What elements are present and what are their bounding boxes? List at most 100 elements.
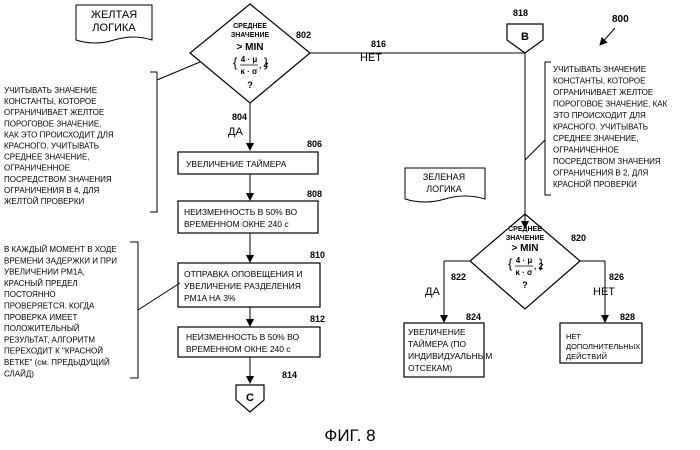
ref-818: 818 (513, 8, 528, 18)
note-left-bottom-line: СЛАЙД) (4, 369, 34, 378)
note-left-top-line: ОГРАНИЧИВАЕТ ЖЕЛТОЕ (4, 108, 104, 117)
svg-text:{: { (508, 256, 513, 271)
note-right-line: ОГРАНИЧЕНИЯ В 2, ДЛЯ (553, 169, 649, 178)
note-left-bottom-line: ПРОВЕРЯЕТСЯ. КОГДА (4, 302, 95, 311)
note-left-bottom-line: ПЕРЕХОДИТ К "КРАСНОЙ (4, 347, 103, 356)
note-right-line: СРЕДНЕЕ ЗНАЧЕНИЕ, (553, 134, 639, 143)
box-812-line2: ВРЕМЕННОМ ОКНЕ 240 с (186, 344, 291, 354)
note-right-line: ЭТО ПРОИСХОДИТ ДЛЯ (553, 111, 646, 120)
decision-802-line2: ЗНАЧЕНИЕ (231, 32, 270, 39)
ref-812: 812 (310, 314, 325, 324)
svg-text:}: } (539, 256, 544, 271)
no-label-816: НЕТ (360, 52, 382, 64)
note-left-bottom: В КАЖДЫЙ МОМЕНТ В ХОДЕ ВРЕМЕНИ ЗАДЕРЖКИ И… (4, 242, 180, 378)
box-810-line1: ОТПРАВКА ОПОВЕЩЕНИЯ И (184, 269, 303, 279)
box-824-line4: ОТСЕКАМ) (408, 363, 452, 373)
note-left-top-line: ПОРОГОВОЕ ЗНАЧЕНИЕ, (4, 119, 101, 128)
note-left-bottom-line: ВЕТКЕ" (см. ПРЕДЫДУЩИЙ (4, 358, 110, 367)
note-left-bottom-line: КРАСНЫЙ ПРЕДЕЛ (4, 279, 78, 288)
ref-826: 826 (609, 272, 624, 282)
box-808-line1: НЕИЗМЕННОСТЬ В 50% ВО (184, 207, 297, 217)
note-left-bottom-line: ПОЛОЖИТЕЛЬНЫЙ (4, 324, 80, 333)
box-824-line3: ИНДИВИДУАЛЬНЫМ (408, 351, 492, 361)
note-left-top-line: ЖЕЛТОЙ ПРОВЕРКИ (4, 197, 84, 206)
yellow-logic-title-line1: ЖЕЛТАЯ (91, 9, 137, 21)
note-left-top-line: ОГРАНИЧЕНИЯ В 4, ДЛЯ (4, 186, 100, 195)
box-824-line2: ТАЙМЕРА (ПО (408, 338, 467, 349)
ref-810: 810 (310, 250, 325, 260)
box-810-line3: PM1A НА 3% (184, 293, 236, 303)
ref-824: 824 (466, 312, 481, 322)
box-812-line1: НЕИЗМЕННОСТЬ В 50% ВО (186, 332, 299, 342)
decision-820: СРЕДНЕЕ ЗНАЧЕНИЕ > MIN { 4 · μ κ · σ , 2… (470, 214, 586, 309)
box-828-line1: НЕТ (566, 332, 581, 341)
no-branch-816: 816 НЕТ (310, 39, 525, 228)
ref-816: 816 (371, 39, 386, 49)
no-branch-826: 826 НЕТ (580, 261, 624, 322)
no-label-826: НЕТ (593, 286, 615, 298)
box-810-line2: УВЕЛИЧЕНИЕ РАЗДЕЛЕНИЯ (184, 281, 301, 291)
yes-label-804: ДА (228, 126, 243, 138)
ref-800: 800 (612, 14, 629, 25)
note-left-bottom-line: УВЕЛИЧЕНИИ PM1A, (4, 268, 85, 277)
decision-820-frac-den: κ · σ (515, 268, 533, 277)
decision-820-frac-num: 4 · μ (516, 256, 533, 265)
connector-c: C 814 (236, 370, 297, 412)
yes-branch-804: 804 ДА (228, 103, 250, 150)
decision-820-q: ? (522, 280, 528, 290)
connector-b-label: B (521, 31, 529, 43)
note-right-line: ПОРОГОВОЕ ЗНАЧЕНИЕ, КАК (553, 100, 668, 109)
yes-branch-822: 822 ДА (425, 261, 470, 322)
note-right-line: ОГРАНИЧЕННОЕ (553, 146, 619, 155)
note-left-bottom-line: ПРОВЕРКА ИМЕЕТ (4, 313, 77, 322)
figure-ref-800: 800 (600, 14, 629, 45)
ref-822: 822 (451, 272, 466, 282)
decision-802-frac-den: κ · σ (240, 67, 258, 76)
box-828: НЕТ ДОПОЛНИТЕЛЬНЫХ ДЕЙСТВИЙ 828 (560, 312, 642, 363)
note-right-line: УЧИТЫВАТЬ ЗНАЧЕНИЕ (553, 65, 646, 74)
note-right-line: ОГРАНИЧИВАЕТ ЖЕЛТОЕ (553, 88, 653, 97)
yellow-logic-title: ЖЕЛТАЯ ЛОГИКА (76, 5, 152, 43)
note-right: УЧИТЫВАТЬ ЗНАЧЕНИЕКОНСТАНТЫ, КОТОРОЕОГРА… (525, 62, 668, 195)
note-left-top-line: КРАСНОГО. УЧИТЫВАТЬ (4, 142, 99, 151)
box-808-line2: ВРЕМЕННОМ ОКНЕ 240 с (184, 219, 289, 229)
decision-802-frac-num: 4 · μ (241, 55, 258, 64)
yes-label-822: ДА (425, 286, 440, 298)
brace-right: } (264, 55, 269, 70)
note-left-top-line: КОНСТАНТЫ, КОТОРОЕ (4, 97, 97, 106)
note-left-bottom-line: В КАЖДЫЙ МОМЕНТ В ХОДЕ (4, 245, 117, 254)
note-left-top-line: КАК ЭТО ПРОИСХОДИТ ДЛЯ (4, 130, 114, 139)
ref-808: 808 (307, 189, 322, 199)
note-left-bottom-line: РЕЗУЛЬТАТ, АЛГОРИТМ (4, 335, 95, 344)
green-logic-title-line1: ЗЕЛЕНАЯ (423, 172, 465, 182)
note-right-line: КРАСНОГО. УЧИТЫВАТЬ (553, 123, 648, 132)
note-left-top-line: ОГРАНИЧЕННОЕ (4, 164, 70, 173)
note-left-top: УЧИТЫВАТЬ ЗНАЧЕНИЕКОНСТАНТЫ, КОТОРОЕОГРА… (4, 62, 200, 212)
brace-left: { (233, 55, 238, 70)
yellow-logic-title-line2: ЛОГИКА (92, 22, 136, 34)
decision-802-q: ? (247, 80, 253, 90)
box-828-line2: ДОПОЛНИТЕЛЬНЫХ (566, 342, 640, 351)
note-left-bottom-line: ПОСТОЯННО (4, 290, 56, 299)
decision-802-op: > MIN (237, 42, 264, 53)
note-left-top-line: СРЕДНЕЕ ЗНАЧЕНИЕ, (4, 153, 90, 162)
green-logic-title: ЗЕЛЕНАЯ ЛОГИКА (405, 168, 485, 202)
box-810: ОТПРАВКА ОПОВЕЩЕНИЯ И УВЕЛИЧЕНИЕ РАЗДЕЛЕ… (178, 250, 325, 307)
decision-820-line1: СРЕДНЕЕ (508, 226, 542, 233)
box-806-line1: УВЕЛИЧЕНИЕ ТАЙМЕРА (186, 158, 287, 169)
box-812: НЕИЗМЕННОСТЬ В 50% ВО ВРЕМЕННОМ ОКНЕ 240… (178, 314, 325, 357)
ref-802: 802 (296, 30, 311, 40)
note-left-top-line: ПОСРЕДСТВОМ ЗНАЧЕНИЯ (4, 175, 112, 184)
green-logic-title-line2: ЛОГИКА (426, 184, 462, 194)
connector-b: B 818 (507, 8, 543, 53)
ref-814: 814 (282, 370, 297, 380)
ref-804: 804 (232, 112, 247, 122)
ref-806: 806 (307, 139, 322, 149)
decision-820-line2: ЗНАЧЕНИЕ (506, 235, 545, 242)
box-828-line3: ДЕЙСТВИЙ (566, 352, 607, 361)
box-824-line1: УВЕЛИЧЕНИЕ (408, 327, 466, 337)
note-left-bottom-line: ВРЕМЕНИ ЗАДЕРЖКИ И ПРИ (4, 256, 117, 265)
decision-820-op: > MIN (512, 243, 539, 254)
